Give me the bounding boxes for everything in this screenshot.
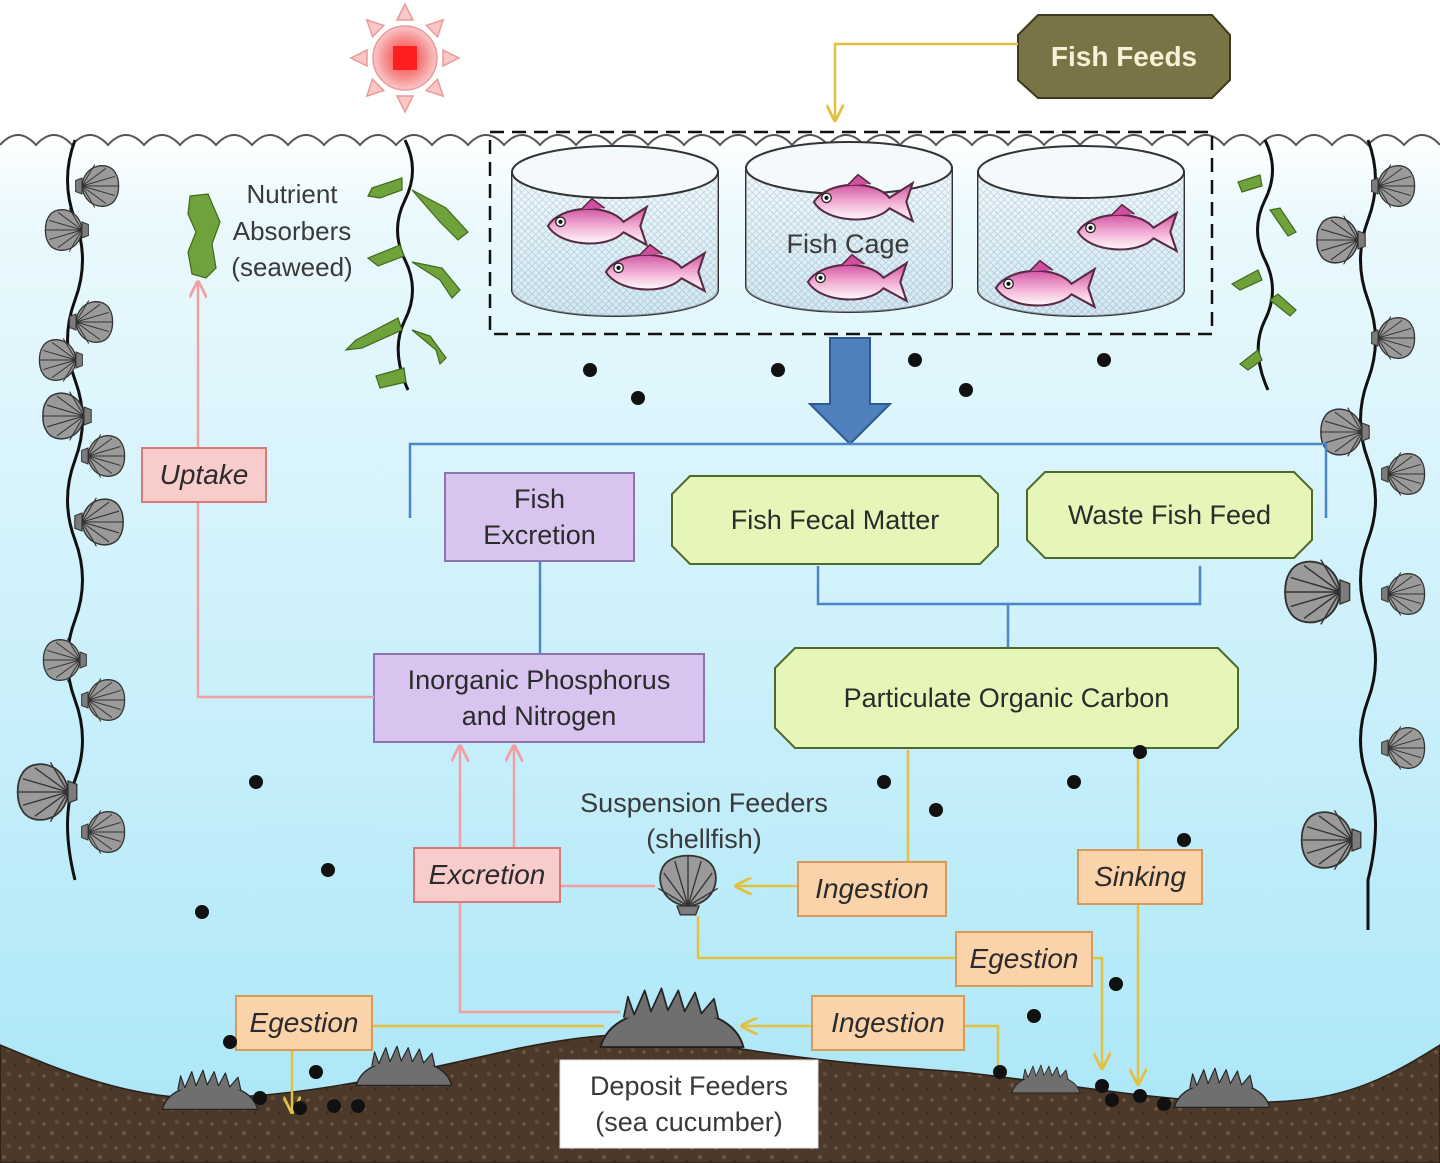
excretion-label: Excretion: [428, 859, 546, 891]
left-rope: [66, 139, 84, 881]
fish-feeds-arrow: [835, 42, 1018, 120]
particulate-organic-carbon-label: Particulate Organic Carbon: [843, 682, 1170, 713]
seaweed-icon: [187, 193, 221, 279]
cucumber-excretion-line: [458, 900, 620, 1014]
right-rope: [1359, 139, 1377, 930]
egestion-shellfish-label: Egestion: [969, 943, 1079, 975]
fish-fecal-matter-box: [671, 475, 999, 565]
fish-excretion-box: [444, 472, 635, 562]
deposit-feeders-box: [559, 1059, 819, 1149]
fish-cage-label: Fish Cage: [786, 228, 910, 259]
cucumber-egestion-arrow: [292, 1024, 604, 1112]
uptake-arrow: [198, 282, 374, 699]
egestion-shellfish-box: [955, 931, 1093, 987]
seaweed-blades-right: [1230, 174, 1297, 371]
waste-down-arrow: [807, 337, 893, 446]
shellfish-egestion-arrow: [696, 916, 1102, 1068]
uptake-label: Uptake: [159, 459, 249, 491]
waste-bracket: [408, 442, 1328, 518]
ingestion-shellfish-label: Ingestion: [815, 873, 929, 905]
sinking-box: [1077, 849, 1203, 905]
cucumber-ingestion-arrow: [742, 1026, 1000, 1070]
egestion-cucumber-box: [235, 995, 373, 1051]
waste-fish-feed-label: Waste Fish Feed: [1067, 499, 1272, 530]
fish-feeds-label: Fish Feeds: [1050, 40, 1198, 72]
ingestion-cucumber-box: [811, 995, 965, 1051]
sun-icon: [349, 2, 461, 114]
uptake-box: [141, 447, 267, 503]
seaweed-rope-left: [396, 139, 414, 391]
fish-fecal-matter-label: Fish Fecal Matter: [730, 504, 940, 535]
inorganic-pn-label: Inorganic Phosphorus and Nitrogen: [407, 664, 671, 731]
suspension-feeders-label: Suspension Feeders (shellfish): [580, 787, 828, 854]
seaweed-rope-right: [1256, 139, 1274, 391]
water-surface-line: [0, 134, 1440, 147]
fish-excretion-label: Fish Excretion: [483, 483, 596, 550]
excretion-box: [413, 847, 561, 903]
ingestion-shellfish-box: [797, 861, 947, 917]
inorganic-pn-box: [373, 653, 705, 743]
seaweed-blades-left: [344, 177, 469, 389]
particles: [195, 353, 1191, 1115]
particulate-organic-carbon-box: [774, 647, 1239, 749]
egestion-cucumber-label: Egestion: [249, 1007, 359, 1039]
cage-group-frame: [488, 130, 1214, 336]
water-body: [0, 135, 1440, 1163]
waste-fish-feed-box: [1026, 471, 1313, 559]
sinking-label: Sinking: [1094, 861, 1186, 893]
deposit-feeders-label: Deposit Feeders (sea cucumber): [589, 1070, 789, 1137]
fish-feeds-box: [1017, 14, 1231, 99]
ingestion-cucumber-label: Ingestion: [831, 1007, 945, 1039]
particulate-bracket: [816, 566, 1202, 648]
nutrient-absorbers-label: Nutrient Absorbers (seaweed): [231, 179, 353, 283]
